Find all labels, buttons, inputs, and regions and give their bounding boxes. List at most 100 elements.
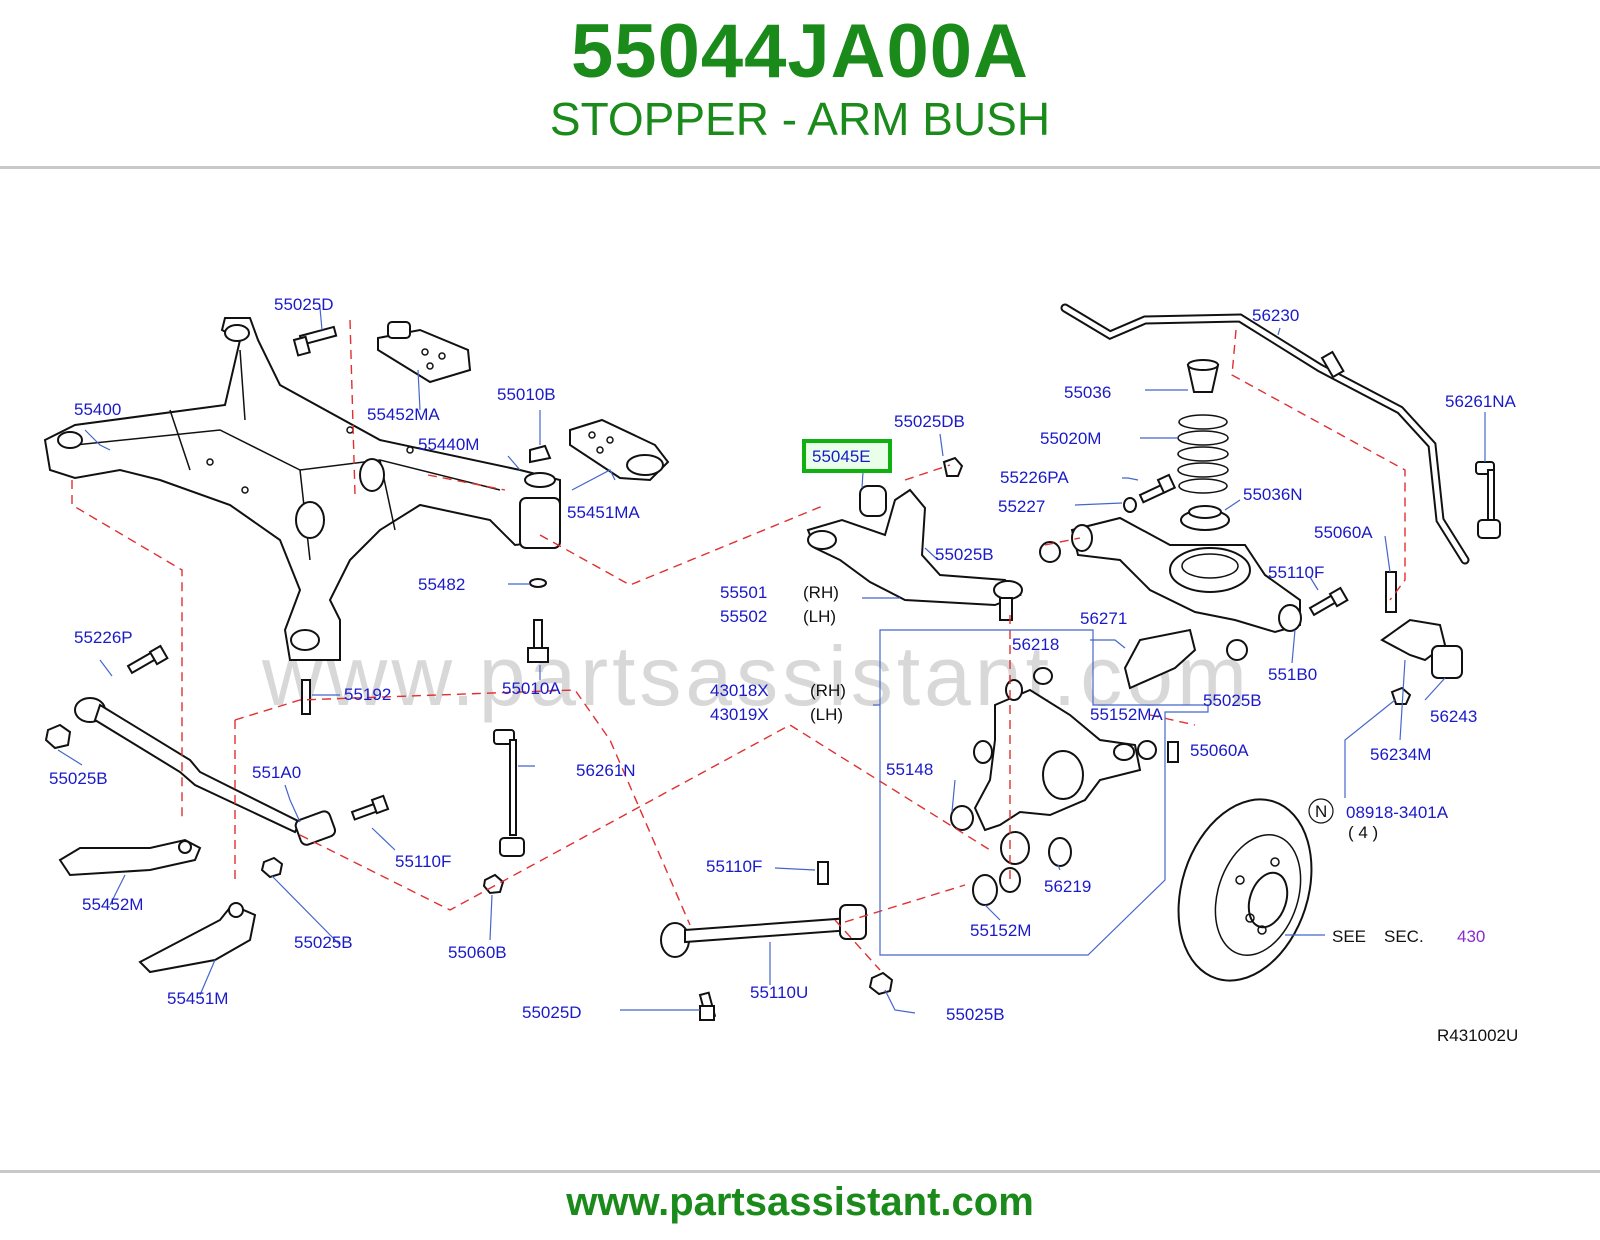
bracket-55452MA (377, 321, 472, 384)
dashed-assembly-lines (71, 319, 1406, 971)
upper-arm-55501 (806, 485, 1023, 621)
label-55440M[interactable]: 55440M (418, 435, 479, 454)
label-55060A-up[interactable]: 55060A (1314, 523, 1373, 542)
label-55060A-low[interactable]: 55060A (1190, 741, 1249, 760)
bushing-56219-b (1048, 837, 1072, 867)
label-55226PA[interactable]: 55226PA (1000, 468, 1069, 487)
label-55451M[interactable]: 55451M (167, 989, 228, 1008)
label-55060B[interactable]: 55060B (448, 943, 507, 962)
label-55482[interactable]: 55482 (418, 575, 465, 594)
stabilizer-bar-56230 (1060, 303, 1470, 565)
label-56261N[interactable]: 56261N (576, 761, 636, 780)
stud-55192 (301, 679, 311, 715)
label-55226P[interactable]: 55226P (74, 628, 133, 647)
label-56271[interactable]: 56271 (1080, 609, 1127, 628)
label-lh-arm: (LH) (803, 607, 836, 626)
label-551A0[interactable]: 551A0 (252, 763, 301, 782)
label-section-430[interactable]: 430 (1457, 927, 1485, 946)
header-divider (0, 166, 1600, 169)
label-55192[interactable]: 55192 (344, 685, 391, 704)
label-55010B[interactable]: 55010B (497, 385, 556, 404)
label-n-symbol: N (1315, 802, 1327, 821)
label-55501[interactable]: 55501 (720, 583, 767, 602)
label-55036[interactable]: 55036 (1064, 383, 1111, 402)
label-55045E[interactable]: 55045E (812, 447, 871, 466)
part-labels: 55025D 55452MA 55400 55010B 55440M 55451… (49, 295, 1518, 1045)
stabilizer-link-56261N (482, 729, 525, 895)
label-55502[interactable]: 55502 (720, 607, 767, 626)
label-43019X[interactable]: 43019X (710, 705, 769, 724)
mount-bushing-stack (519, 444, 561, 663)
nut-56234M (1390, 686, 1412, 705)
label-55025B-arm[interactable]: 55025B (935, 545, 994, 564)
bolt-55226PA (1138, 473, 1177, 504)
label-55025B-right[interactable]: 55025B (1203, 691, 1262, 710)
nut-55227 (1039, 541, 1061, 563)
label-43018X[interactable]: 43018X (710, 681, 769, 700)
link-55110U (660, 904, 867, 958)
label-55025B-left[interactable]: 55025B (49, 769, 108, 788)
label-55025B-mid[interactable]: 55025B (294, 933, 353, 952)
label-sec: SEC. (1384, 927, 1424, 946)
coil-spring-55020M (1177, 414, 1229, 494)
label-55152MA[interactable]: 55152MA (1090, 705, 1163, 724)
bushing-56219-a (1000, 831, 1030, 865)
label-56261NA[interactable]: 56261NA (1445, 392, 1517, 411)
label-55110F-right[interactable]: 55110F (1268, 563, 1324, 582)
bushing-56218 (1033, 667, 1053, 685)
label-55025D-bottom[interactable]: 55025D (522, 1003, 582, 1022)
nut-55025B-mid (260, 856, 284, 879)
bushing-55152M-b (999, 867, 1021, 893)
label-55148[interactable]: 55148 (886, 760, 933, 779)
label-55110F-left[interactable]: 55110F (395, 852, 451, 871)
label-55025B-bottom[interactable]: 55025B (946, 1005, 1005, 1024)
knuckle-43018X (973, 679, 1142, 832)
bracket-55451M (138, 902, 257, 974)
label-55452MA[interactable]: 55452MA (367, 405, 440, 424)
label-55025D-top[interactable]: 55025D (274, 295, 334, 314)
label-55400[interactable]: 55400 (74, 400, 121, 419)
nut-55025B-left (44, 723, 72, 750)
label-55227[interactable]: 55227 (998, 497, 1045, 516)
bushing-55148 (950, 805, 974, 831)
label-55020M[interactable]: 55020M (1040, 429, 1101, 448)
label-55010A[interactable]: 55010A (502, 679, 561, 698)
bushing-55152M (972, 874, 998, 906)
label-56218[interactable]: 56218 (1012, 635, 1059, 654)
label-56230[interactable]: 56230 (1252, 306, 1299, 325)
label-56243[interactable]: 56243 (1430, 707, 1477, 726)
watermark: www.partsassistant.com (261, 629, 1251, 723)
bushing-55152MA (1137, 740, 1157, 760)
label-55025DB[interactable]: 55025DB (894, 412, 965, 431)
bolt-55110F-right (1308, 586, 1349, 617)
arm-bush-55045E (859, 485, 887, 517)
label-56234M[interactable]: 56234M (1370, 745, 1431, 764)
label-55110U[interactable]: 55110U (750, 983, 808, 1002)
part-number-title: 55044JA00A (571, 9, 1029, 94)
label-56219[interactable]: 56219 (1044, 877, 1091, 896)
label-see: SEE (1332, 927, 1366, 946)
bolt-55025D-bottom (698, 991, 717, 1021)
label-55110F-bottom[interactable]: 55110F (706, 857, 762, 876)
bracket-56271 (1123, 628, 1197, 690)
bolt-55025D (292, 325, 338, 357)
label-08918-3401A[interactable]: 08918-3401A (1346, 803, 1449, 822)
label-lh-knuckle: (LH) (810, 705, 843, 724)
bracket-55451MA (569, 418, 670, 482)
highlight-box-55045E (802, 439, 892, 473)
lateral-link-551A0 (74, 697, 337, 846)
lower-arm-551B0 (1070, 516, 1302, 634)
brake-disc-430 (1177, 798, 1313, 982)
nut-55025B-bottom (868, 971, 894, 996)
bolt-55110F-bottom (817, 861, 829, 885)
washer-55227 (1123, 497, 1137, 513)
bump-stopper-55036 (1186, 359, 1220, 393)
bolt-55060A-up (1385, 571, 1397, 613)
footer-website-link[interactable]: www.partsassistant.com (566, 1180, 1034, 1224)
label-55451MA[interactable]: 55451MA (567, 503, 640, 522)
label-55036N[interactable]: 55036N (1243, 485, 1303, 504)
label-551B0[interactable]: 551B0 (1268, 665, 1317, 684)
spring-seat-55036N (1180, 505, 1230, 531)
label-55152M[interactable]: 55152M (970, 921, 1031, 940)
label-55452M[interactable]: 55452M (82, 895, 143, 914)
